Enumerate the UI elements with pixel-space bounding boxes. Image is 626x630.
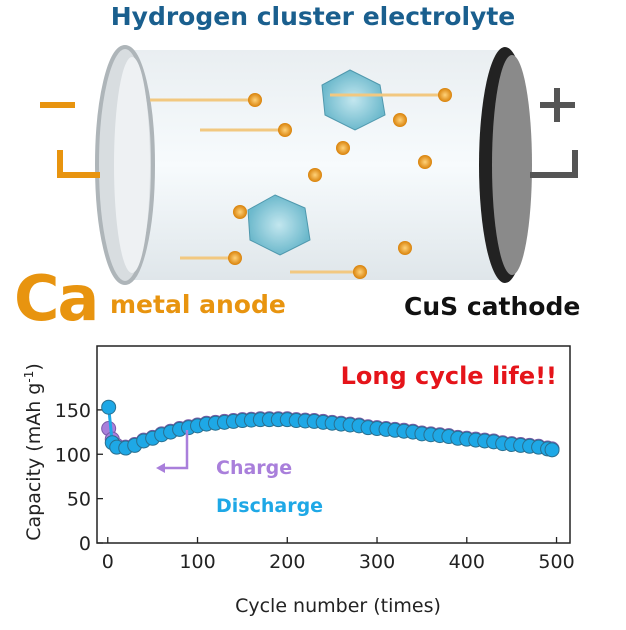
y-tick-label: 0 xyxy=(79,533,91,555)
legend-charge: Charge xyxy=(216,457,292,479)
x-tick-label: 0 xyxy=(102,551,114,573)
anode-disk-face xyxy=(114,57,150,273)
legend-discharge: Discharge xyxy=(216,495,323,517)
anode-element: Ca xyxy=(14,262,99,335)
cathode-disk-face xyxy=(492,55,532,275)
x-axis-label: Cycle number (times) xyxy=(235,595,441,617)
y-tick-label: 150 xyxy=(55,400,91,422)
hydrogen-cluster-1 xyxy=(321,69,386,131)
electrolyte-cylinder xyxy=(125,50,505,280)
x-tick-label: 200 xyxy=(269,551,305,573)
plus-terminal-icon xyxy=(530,88,578,178)
capacity-chart: 0 100 200 300 400 500 0 50 100 150 Long cycle lif… xyxy=(22,345,575,617)
cathode-label: CuS cathode xyxy=(404,292,581,321)
y-tick-label: 100 xyxy=(55,444,91,466)
battery-illustration xyxy=(40,45,578,285)
x-tick-label: 300 xyxy=(359,551,395,573)
y-axis-label: Capacity (mAh g-1) xyxy=(22,363,45,541)
chart-title: Long cycle life!! xyxy=(341,362,557,390)
x-tick-label: 400 xyxy=(449,551,485,573)
anode-label: metal anode xyxy=(110,290,286,319)
annotation-arrow-icon xyxy=(156,430,189,473)
minus-terminal-icon xyxy=(40,102,100,178)
data-point-discharge xyxy=(101,399,117,415)
y-tick-label: 50 xyxy=(67,489,91,511)
calcium-ions xyxy=(150,88,452,279)
x-tick-label: 500 xyxy=(538,551,574,573)
x-tick-label: 100 xyxy=(179,551,215,573)
plot-area xyxy=(96,345,571,544)
data-point-discharge xyxy=(544,442,560,458)
illustration-title: Hydrogen cluster electrolyte xyxy=(110,2,516,31)
hydrogen-cluster-2 xyxy=(247,194,311,256)
